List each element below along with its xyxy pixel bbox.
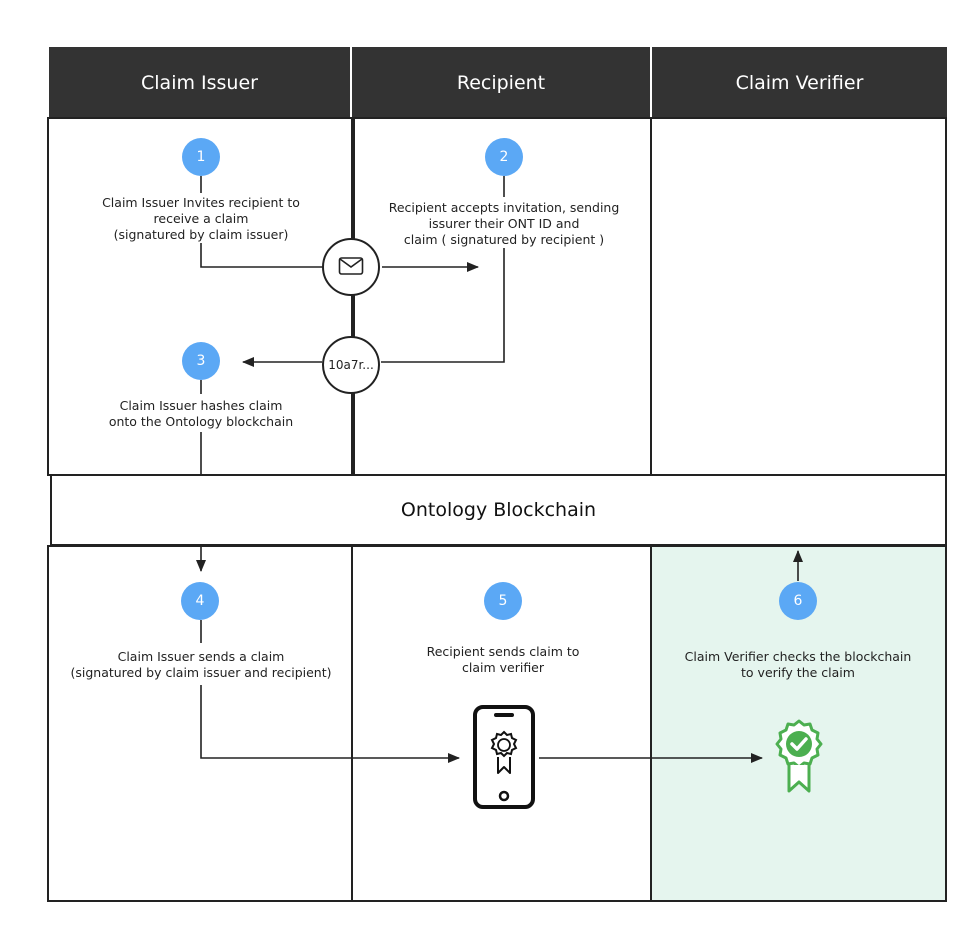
step-3-label: Claim Issuer hashes claim onto the Ontol… (81, 398, 321, 430)
envelope-node (322, 238, 380, 296)
step-3-marker: 3 (182, 342, 220, 380)
lane-header-recipient: Recipient (352, 47, 650, 118)
step-6-label: Claim Verifier checks the blockchain to … (668, 649, 928, 681)
step-2-label: Recipient accepts invitation, sending is… (374, 200, 634, 248)
step-4-line: Claim Issuer sends a claim (117, 649, 285, 664)
step-6-line: Claim Verifier checks the blockchain (684, 649, 912, 664)
step-2-line: issurer their ONT ID and (428, 216, 580, 231)
phone-certificate-icon (472, 705, 536, 813)
step-1-marker: 1 (182, 138, 220, 176)
step-1-line: receive a claim (153, 211, 249, 226)
step-5-marker: 5 (484, 582, 522, 620)
verified-badge-icon (773, 719, 825, 797)
step-4-line: (signatured by claim issuer and recipien… (70, 665, 332, 680)
step-3-line: Claim Issuer hashes claim (119, 398, 283, 413)
step-5-line: Recipient sends claim to (426, 644, 580, 659)
lane-title-recipient: Recipient (456, 71, 546, 94)
ontology-blockchain-band: Ontology Blockchain (50, 474, 947, 546)
step-4-number: 4 (195, 593, 205, 609)
step-3-line: onto the Ontology blockchain (108, 414, 294, 429)
lane-title-claim-issuer: Claim Issuer (141, 71, 258, 94)
step-1-line: Claim Issuer Invites recipient to (102, 195, 300, 210)
lane-verifier-top (650, 117, 947, 476)
step-1-label: Claim Issuer Invites recipient to receiv… (81, 195, 321, 243)
hash-node-text: 10a7r... (328, 358, 374, 372)
step-5-line: claim verifier (461, 660, 545, 675)
step-2-line: claim ( signatured by recipient ) (403, 232, 605, 247)
lane-header-claim-issuer: Claim Issuer (49, 47, 350, 118)
step-3-number: 3 (196, 353, 206, 369)
lane-title-claim-verifier: Claim Verifier (735, 71, 864, 94)
step-2-line: Recipient accepts invitation, sending (388, 200, 620, 215)
step-1-line: (signatured by claim issuer) (113, 227, 289, 242)
step-6-marker: 6 (779, 582, 817, 620)
step-4-label: Claim Issuer sends a claim (signatured b… (61, 649, 341, 681)
envelope-icon (338, 256, 364, 279)
hash-node: 10a7r... (322, 336, 380, 394)
step-4-marker: 4 (181, 582, 219, 620)
step-5-label: Recipient sends claim to claim verifier (383, 644, 623, 676)
step-2-number: 2 (499, 149, 509, 165)
step-5-number: 5 (498, 593, 508, 609)
lane-header-claim-verifier: Claim Verifier (652, 47, 947, 118)
step-2-marker: 2 (485, 138, 523, 176)
step-1-number: 1 (196, 149, 206, 165)
step-6-line: to verify the claim (741, 665, 855, 680)
step-6-number: 6 (793, 593, 803, 609)
band-title: Ontology Blockchain (400, 499, 597, 521)
